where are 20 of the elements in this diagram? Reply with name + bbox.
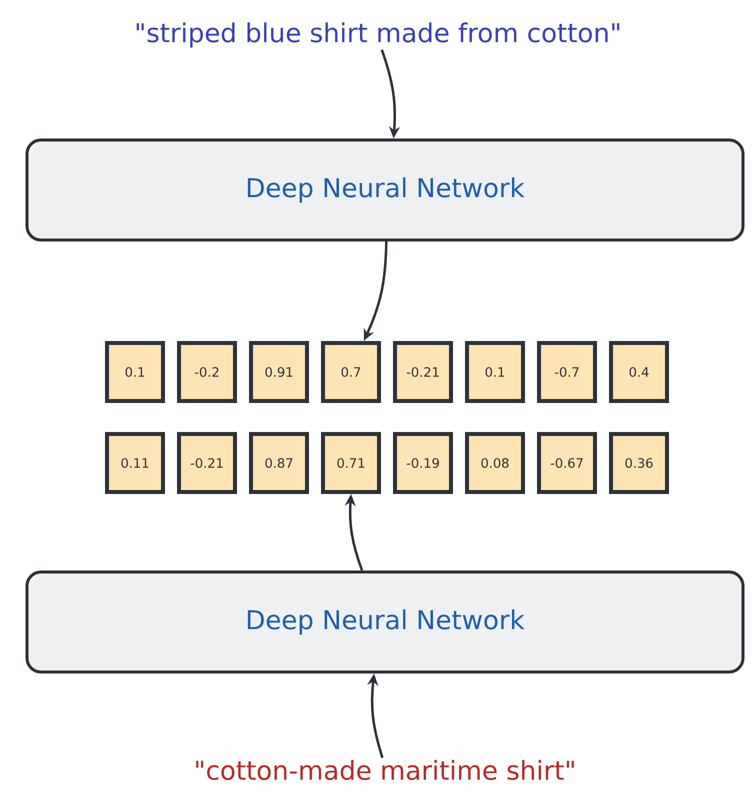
input-text: "cotton-made maritime shirt" bbox=[196, 760, 574, 780]
value-cell: 0.1 bbox=[105, 341, 165, 403]
value-cell: -0.21 bbox=[393, 341, 453, 403]
value-cell: 0.91 bbox=[249, 341, 309, 403]
value-cell: -0.21 bbox=[177, 432, 237, 494]
value-cell: 0.7 bbox=[321, 341, 381, 403]
input-text: "striped blue shirt made from cotton" bbox=[136, 22, 620, 48]
value-cell: -0.2 bbox=[177, 341, 237, 403]
value-cell: 0.11 bbox=[105, 432, 165, 494]
network-box: Deep Neural Network bbox=[26, 570, 744, 674]
value-cell: 0.1 bbox=[465, 341, 525, 403]
value-cell: 0.36 bbox=[609, 432, 669, 494]
network-box: Deep Neural Network bbox=[26, 138, 744, 242]
value-cell: -0.7 bbox=[537, 341, 597, 403]
value-cell: -0.19 bbox=[393, 432, 453, 494]
value-cell: 0.87 bbox=[249, 432, 309, 494]
value-cell: 0.08 bbox=[465, 432, 525, 494]
value-cell: 0.71 bbox=[321, 432, 381, 494]
value-cell: -0.67 bbox=[537, 432, 597, 494]
value-cell: 0.4 bbox=[609, 341, 669, 403]
